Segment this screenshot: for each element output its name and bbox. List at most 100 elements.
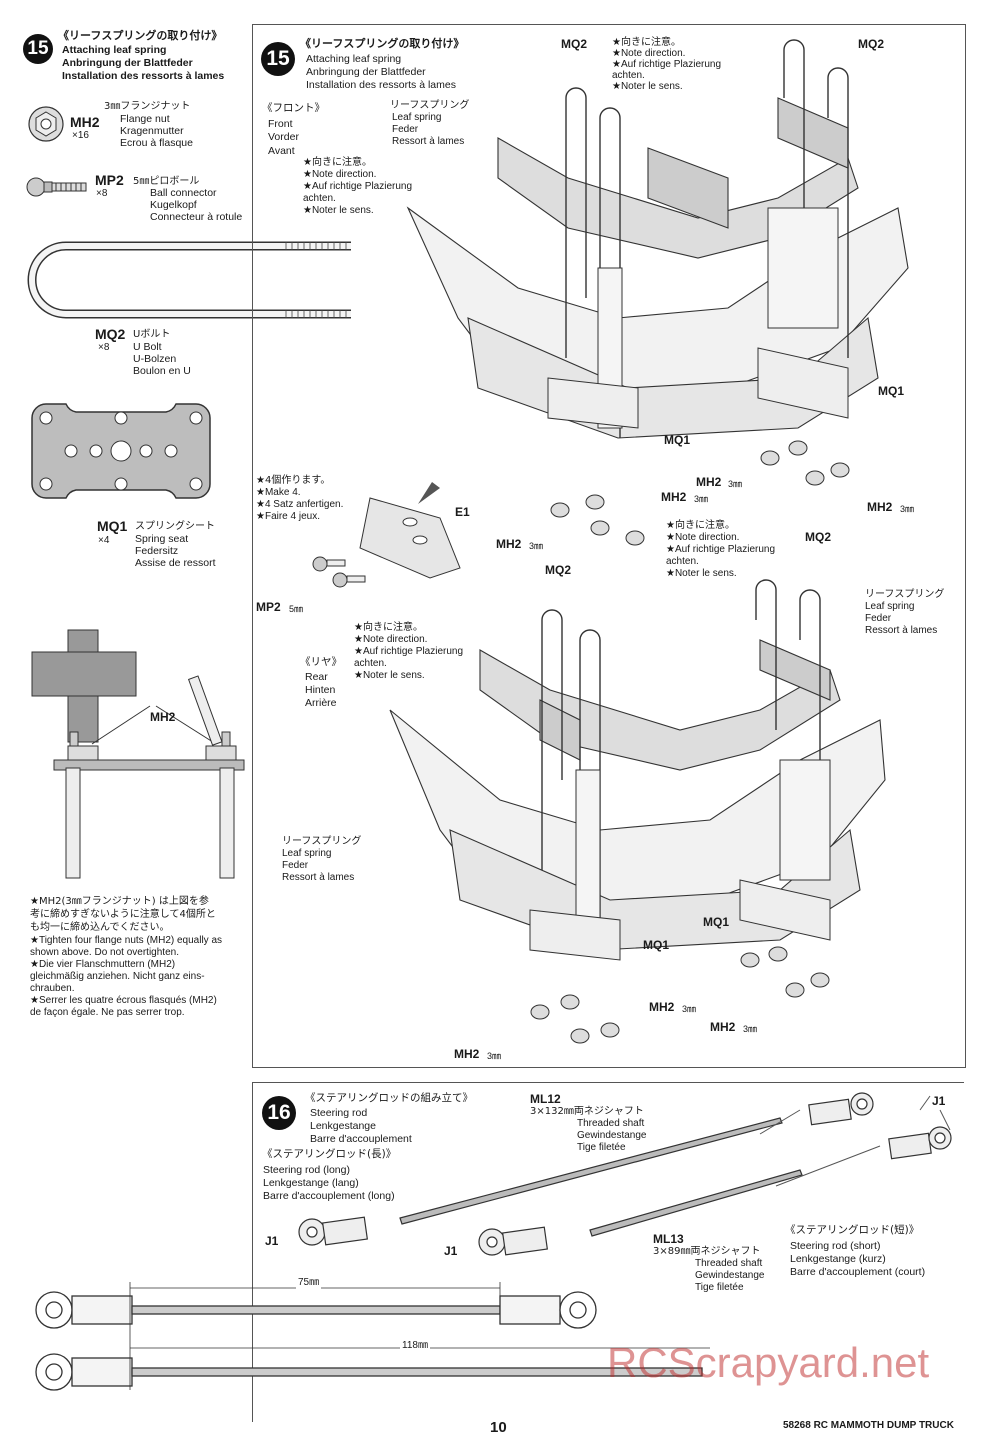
- part-de-mq2: U-Bolzen: [133, 353, 177, 365]
- front-label-de: Vorder: [268, 131, 299, 143]
- u-bolt-icon: [27, 241, 351, 319]
- front-nuts-illustration: [550, 440, 850, 546]
- sidebar-title-de: Anbringung der Blattfeder: [62, 57, 193, 69]
- page-number: 10: [490, 1419, 507, 1436]
- rear-dir-fr-right: ★Noter le sens.: [666, 568, 737, 579]
- front-leaf-de: Feder: [392, 124, 419, 135]
- step15-title-de: Anbringung der Blattfeder: [306, 66, 426, 78]
- watermark: RCScrapyard.net: [607, 1339, 930, 1386]
- ml13-fr: Tige filetée: [695, 1282, 744, 1293]
- ml13-en: Threaded shaft: [695, 1258, 763, 1269]
- rear-dir-en: ★Note direction.: [354, 634, 428, 645]
- short-rod-fr: Barre d'accouplement (court): [790, 1266, 926, 1278]
- rear-mq1-right: MQ1: [703, 915, 730, 929]
- long-rod-fr: Barre d'accouplement (long): [263, 1190, 395, 1202]
- rear-leaf-en-right: Leaf spring: [865, 601, 915, 612]
- front-dir2-jp: ★向きに注意。: [612, 37, 681, 48]
- part-de-mp2: Kugelkopf: [150, 199, 197, 211]
- note-en-line1: ★Tighten four flange nuts (MH2) equally …: [30, 935, 223, 946]
- part-qty-mh2: ×16: [72, 130, 89, 141]
- front-mq1-left: MQ1: [664, 433, 691, 447]
- wrench-tightening-illustration: [31, 629, 245, 879]
- rear-dir-jp-right: ★向きに注意。: [666, 520, 735, 531]
- step16-title-en: Steering rod: [310, 1107, 368, 1119]
- assembled-rods-illustration: [35, 1282, 710, 1391]
- step15-title-fr: Installation des ressorts à lames: [306, 79, 456, 91]
- note-en-line2: shown above. Do not overtighten.: [30, 947, 179, 958]
- make-note-fr: ★Faire 4 jeux.: [256, 511, 320, 522]
- part-en-mq2: U Bolt: [133, 341, 162, 353]
- part-qty-mp2: ×8: [96, 188, 108, 199]
- front-mq2-right: MQ2: [858, 37, 885, 51]
- part-code-mp2: MP2: [95, 172, 124, 188]
- j1-label-right: J1: [932, 1094, 946, 1108]
- rear-dir-de2: achten.: [354, 658, 387, 669]
- front-mh2-a: MH2: [696, 475, 722, 489]
- rear-leaf-jp-right: リーフスプリング: [865, 589, 945, 600]
- part-jp-mq2: Uボルト: [133, 329, 171, 340]
- note-de-line3: chrauben.: [30, 983, 75, 994]
- bracket-e1-illustration: [312, 482, 461, 588]
- step16-title-de: Lenkgestange: [310, 1120, 376, 1132]
- part-fr-mp2: Connecteur à rotule: [150, 211, 243, 223]
- rear-mq2-left: MQ2: [545, 563, 572, 577]
- front-dir-fr: ★Noter le sens.: [303, 205, 374, 216]
- front-dir-de2: achten.: [303, 193, 336, 204]
- rear-leaf-fr-right: Ressort à lames: [865, 625, 938, 636]
- part-jp-mp2: 5㎜ピロボール: [133, 176, 200, 187]
- short-rod-jp: 《ステアリングロッド(短)》: [785, 1224, 920, 1236]
- rear-dir-de2-right: achten.: [666, 556, 699, 567]
- rear-mh2-c: MH2: [454, 1047, 480, 1061]
- note-fr-line1: ★Serrer les quatre écrous flasqués (MH2): [30, 995, 217, 1006]
- rear-leaf-jp: リーフスプリング: [282, 836, 362, 847]
- flange-nut-icon: [28, 106, 64, 142]
- front-leaf-jp: リーフスプリング: [390, 100, 470, 111]
- part-code-mq2: MQ2: [95, 326, 126, 342]
- step-number-badge: 15: [23, 34, 53, 64]
- wrench-label-mh2: MH2: [150, 710, 176, 724]
- rear-label-de: Hinten: [305, 684, 336, 696]
- rod-assembly-illustration: [298, 1092, 952, 1256]
- ml13-jp: 3×89㎜両ネジシャフト: [653, 1246, 761, 1257]
- sidebar-title-en: Attaching leaf spring: [62, 44, 167, 56]
- rear-mq2-right: MQ2: [805, 530, 832, 544]
- front-dir-de1: ★Auf richtige Plazierung: [303, 181, 413, 192]
- note-de-line1: ★Die vier Flanschmuttern (MH2): [30, 959, 176, 970]
- front-dir-jp: ★向きに注意。: [303, 157, 372, 168]
- note-jp-line2: 考に締めすぎないように注意して4個所と: [30, 909, 216, 920]
- long-rod-en: Steering rod (long): [263, 1164, 350, 1176]
- dim-short-rod: 75㎜: [296, 1277, 322, 1290]
- rear-label-en: Rear: [305, 671, 328, 683]
- rear-leaf-de: Feder: [282, 860, 309, 871]
- front-dir2-de1: ★Auf richtige Plazierung: [612, 59, 722, 70]
- j1-label-mid: J1: [444, 1244, 458, 1258]
- short-rod-en: Steering rod (short): [790, 1240, 881, 1252]
- rear-mh2-a-mm: 3㎜: [682, 1004, 697, 1014]
- front-mh2-c-mm: 3㎜: [900, 504, 915, 514]
- part-jp-mh2: 3㎜フランジナット: [104, 101, 191, 112]
- rear-dir-de1: ★Auf richtige Plazierung: [354, 646, 464, 657]
- front-leaf-en: Leaf spring: [392, 112, 442, 123]
- part-en-mq1: Spring seat: [135, 533, 189, 545]
- part-fr-mq1: Assise de ressort: [135, 557, 216, 569]
- model-name: 58268 RC MAMMOTH DUMP TRUCK: [783, 1420, 954, 1431]
- rear-dir-de1-right: ★Auf richtige Plazierung: [666, 544, 776, 555]
- part-fr-mq2: Boulon en U: [133, 365, 191, 377]
- front-mh2-d: MH2: [496, 537, 522, 551]
- front-label-en: Front: [268, 118, 293, 130]
- part-code-mq1: MQ1: [97, 518, 128, 534]
- bracket-e1-label: E1: [455, 505, 470, 519]
- rear-dir-jp: ★向きに注意。: [354, 622, 423, 633]
- front-mh2-a-mm: 3㎜: [728, 479, 743, 489]
- dim-long-rod: 118㎜: [400, 1340, 430, 1353]
- front-dir2-fr: ★Noter le sens.: [612, 81, 683, 92]
- note-jp-line3: も均一に締め込んでください。: [30, 922, 170, 933]
- front-mh2-d-mm: 3㎜: [529, 541, 544, 551]
- step16-top-rule: [252, 1082, 964, 1083]
- mp2-mm: 5㎜: [289, 604, 304, 614]
- step16-title-fr: Barre d'accouplement: [310, 1133, 412, 1145]
- front-leaf-fr: Ressort à lames: [392, 136, 465, 147]
- ml13-de: Gewindestange: [695, 1270, 765, 1281]
- rear-mh2-a: MH2: [649, 1000, 675, 1014]
- step15-badge: 15: [261, 42, 295, 76]
